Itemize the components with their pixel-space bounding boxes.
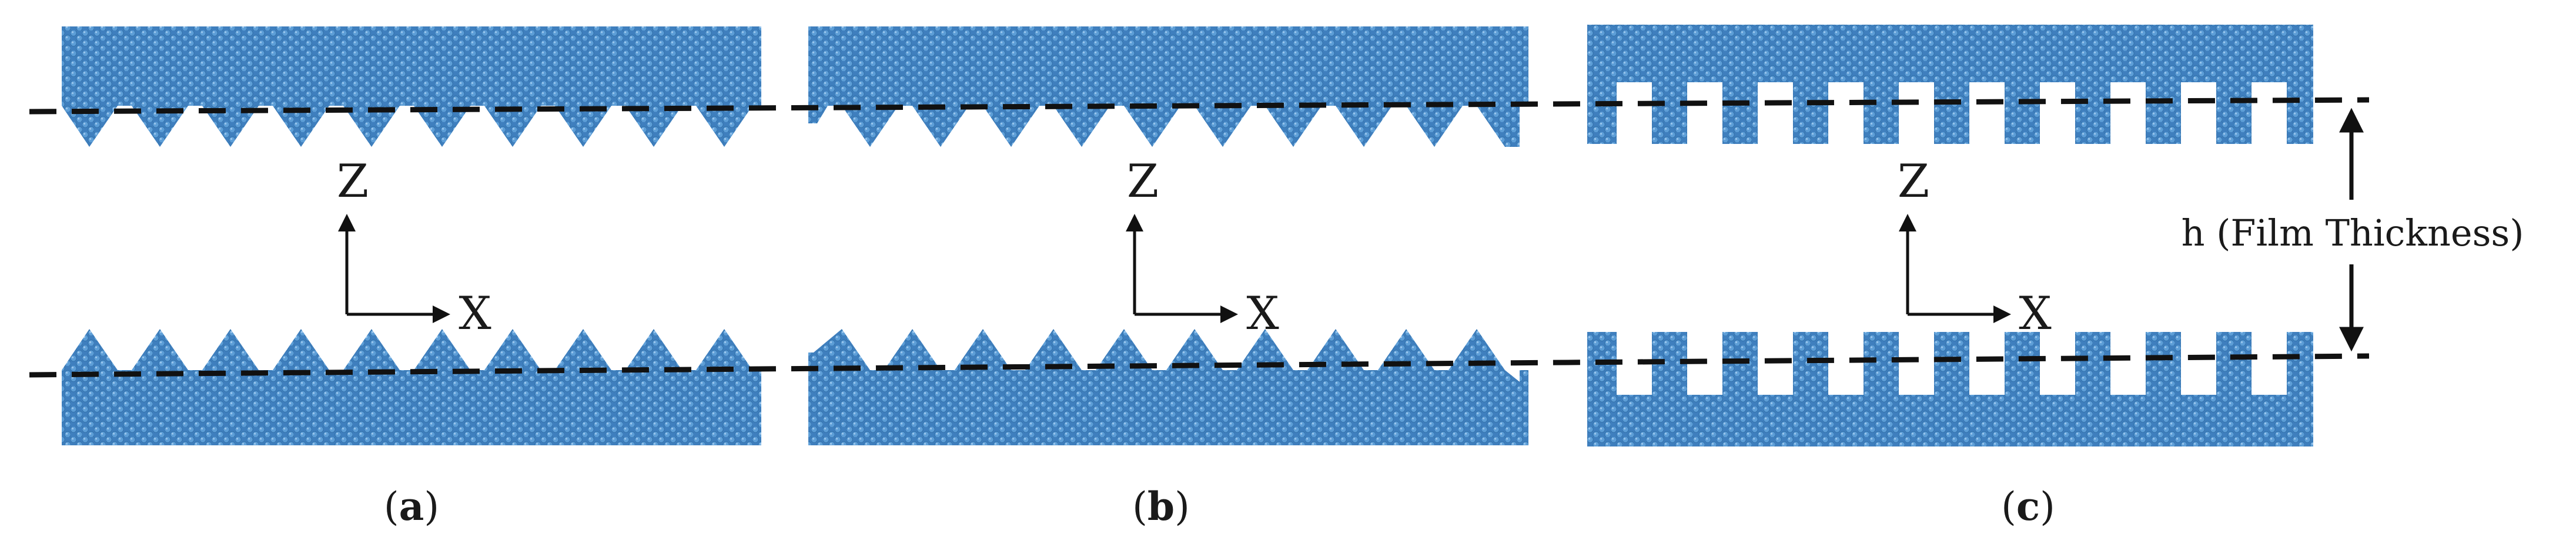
panel-a-bottom-wall — [62, 329, 761, 445]
panel-c-label: (c) — [2001, 484, 2055, 529]
panel-a-z-label: Z — [337, 155, 369, 208]
upper-reference-line — [29, 97, 2370, 115]
panel-b-bottom-wall — [808, 329, 1528, 445]
panel-c-z-label: Z — [1898, 155, 1929, 208]
lower-reference-line — [29, 353, 2370, 378]
panel-c-bottom-wall — [1587, 332, 2313, 446]
film-thickness-indicator: h (Film Thickness) — [2182, 108, 2524, 352]
panel-b-x-label: X — [1246, 287, 1279, 340]
panel-c-top-wall — [1587, 25, 2313, 144]
panel-c: Z X (c) — [1587, 25, 2313, 529]
panel-a-x-label: X — [459, 287, 491, 340]
panel-a-top-wall — [62, 26, 761, 147]
panel-c-x-label: X — [2019, 287, 2052, 340]
panel-b: Z X (b) — [808, 26, 1528, 529]
panel-a: Z X (a) — [62, 26, 761, 529]
film-thickness-label: h (Film Thickness) — [2182, 211, 2524, 254]
panel-a-label: (a) — [384, 484, 439, 529]
panel-b-z-label: Z — [1127, 155, 1159, 208]
panel-b-top-wall — [808, 26, 1528, 147]
panel-b-label: (b) — [1132, 484, 1190, 529]
